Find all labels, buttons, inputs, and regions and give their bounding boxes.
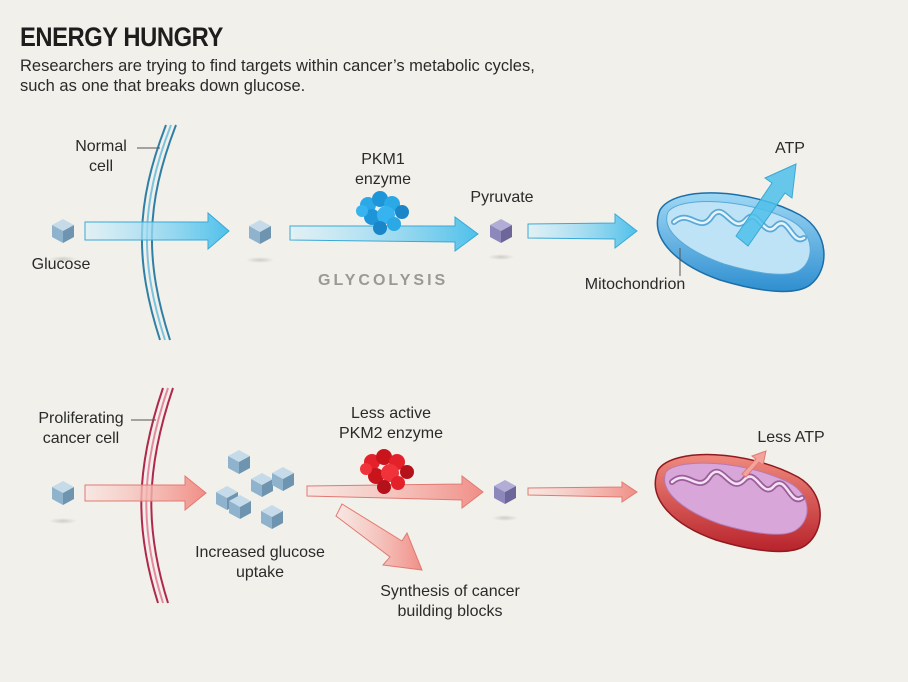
pkm1-enzyme-label: PKM1 enzyme [354, 151, 412, 188]
cancer-mitochondrion-icon [654, 453, 821, 553]
less-atp-label: Less ATP [757, 429, 825, 446]
mitochondrion-label: Mitochondrion [584, 276, 686, 293]
synthesis-arrow [335, 503, 423, 571]
glucose-cube-icon [52, 481, 74, 505]
glucose-label: Glucose [31, 256, 91, 273]
pkm1-enzyme-icon [356, 191, 409, 235]
cancer-glycolysis-arrow [306, 474, 484, 510]
synthesis-label: Synthesis of cancer building blocks [380, 583, 520, 620]
pyruvate-to-mitochondrion-arrow [527, 212, 638, 250]
cancer-cell-label: Proliferating cancer cell [38, 410, 124, 447]
cancer-glucose-entry-arrow [84, 474, 207, 512]
atp-label: ATP [775, 140, 805, 157]
pyruvate-cube-icon [490, 219, 512, 243]
glucose-cube-icon [52, 219, 74, 243]
pyruvate-label: Pyruvate [470, 189, 534, 206]
pyruvate-cube-icon [494, 480, 516, 504]
normal-cell-label: Normal cell [75, 138, 127, 175]
increased-uptake-label: Increased glucose uptake [195, 544, 325, 581]
glucose-cluster-icon [216, 450, 294, 529]
atp-arrow [735, 163, 797, 247]
pkm2-enzyme-icon [360, 449, 414, 494]
less-atp-arrow [741, 450, 767, 478]
glycolysis-arrow [289, 216, 479, 252]
page-subtitle: Researchers are trying to find targets w… [20, 57, 535, 95]
glucose-cube-icon [249, 220, 271, 244]
glycolysis-label: GLYCOLYSIS [318, 272, 449, 289]
pkm2-enzyme-label: Less active PKM2 enzyme [338, 405, 444, 442]
glucose-entry-arrow [84, 211, 230, 251]
cancer-to-mitochondrion-arrow [527, 481, 638, 503]
page-title: ENERGY HUNGRY [20, 22, 223, 52]
